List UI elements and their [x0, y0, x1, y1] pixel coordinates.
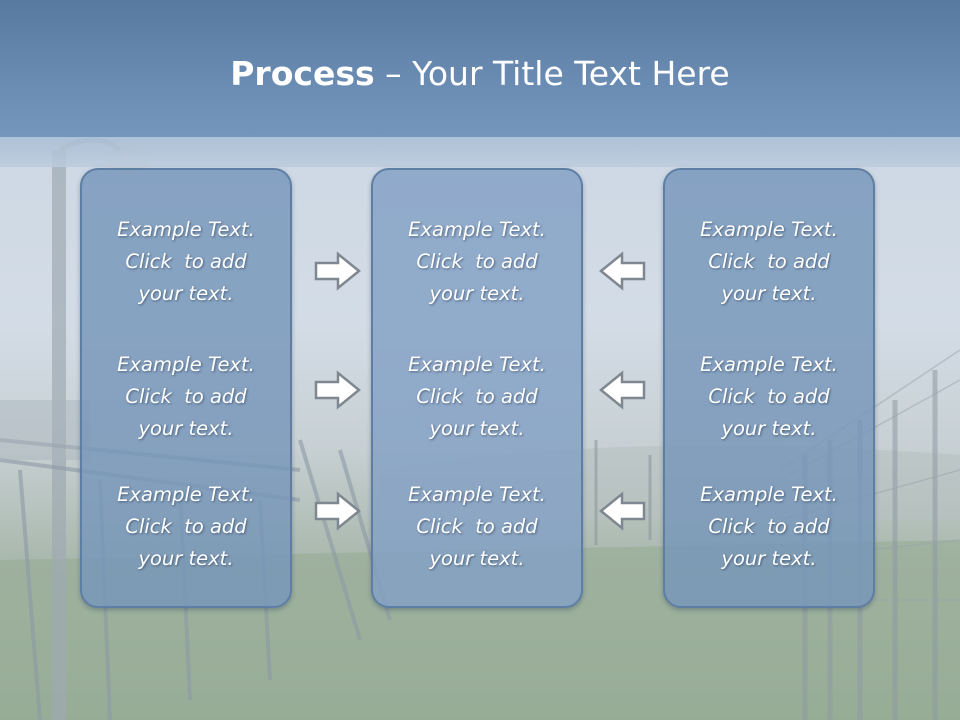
text-block[interactable]: Example Text. Click to add your text.	[373, 479, 581, 575]
text-block[interactable]: Example Text. Click to add your text.	[665, 479, 873, 575]
arrow-left-icon	[599, 251, 646, 291]
arrow-right-icon	[314, 491, 361, 531]
text-line: your text.	[721, 547, 817, 570]
right-panel[interactable]: Example Text. Click to add your text. Ex…	[663, 168, 875, 608]
text-line: Click to add	[416, 250, 538, 273]
text-line: your text.	[138, 417, 234, 440]
text-line: Click to add	[708, 385, 830, 408]
text-line: your text.	[721, 282, 817, 305]
text-line: your text.	[429, 547, 525, 570]
text-line: Example Text.	[117, 353, 255, 376]
text-block[interactable]: Example Text. Click to add your text.	[82, 349, 290, 445]
center-panel[interactable]: Example Text. Click to add your text. Ex…	[371, 168, 583, 608]
text-line: your text.	[429, 417, 525, 440]
text-line: Click to add	[708, 515, 830, 538]
title-underline-strip	[0, 137, 960, 167]
text-block[interactable]: Example Text. Click to add your text.	[665, 214, 873, 310]
text-line: Click to add	[416, 515, 538, 538]
arrow-left-icon	[599, 370, 646, 410]
arrow-left-icon	[599, 491, 646, 531]
text-line: Example Text.	[117, 218, 255, 241]
text-line: Example Text.	[700, 218, 838, 241]
text-block[interactable]: Example Text. Click to add your text.	[665, 349, 873, 445]
text-block[interactable]: Example Text. Click to add your text.	[82, 479, 290, 575]
arrow-right-icon	[314, 251, 361, 291]
title-rest: – Your Title Text Here	[374, 54, 730, 93]
text-block[interactable]: Example Text. Click to add your text.	[373, 214, 581, 310]
left-panel[interactable]: Example Text. Click to add your text. Ex…	[80, 168, 292, 608]
text-line: Click to add	[125, 250, 247, 273]
text-line: Click to add	[416, 385, 538, 408]
title-bold-word: Process	[230, 54, 375, 93]
text-line: Click to add	[125, 515, 247, 538]
text-line: Click to add	[125, 385, 247, 408]
text-line: Example Text.	[408, 353, 546, 376]
text-line: Example Text.	[408, 483, 546, 506]
text-line: your text.	[429, 282, 525, 305]
text-line: Example Text.	[700, 353, 838, 376]
text-line: Click to add	[708, 250, 830, 273]
text-block[interactable]: Example Text. Click to add your text.	[82, 214, 290, 310]
text-line: Example Text.	[700, 483, 838, 506]
arrow-right-icon	[314, 370, 361, 410]
text-block[interactable]: Example Text. Click to add your text.	[373, 349, 581, 445]
text-line: your text.	[138, 282, 234, 305]
slide-title[interactable]: Process – Your Title Text Here	[0, 52, 960, 96]
text-line: your text.	[721, 417, 817, 440]
title-band	[0, 0, 960, 137]
text-line: Example Text.	[117, 483, 255, 506]
text-line: Example Text.	[408, 218, 546, 241]
text-line: your text.	[138, 547, 234, 570]
